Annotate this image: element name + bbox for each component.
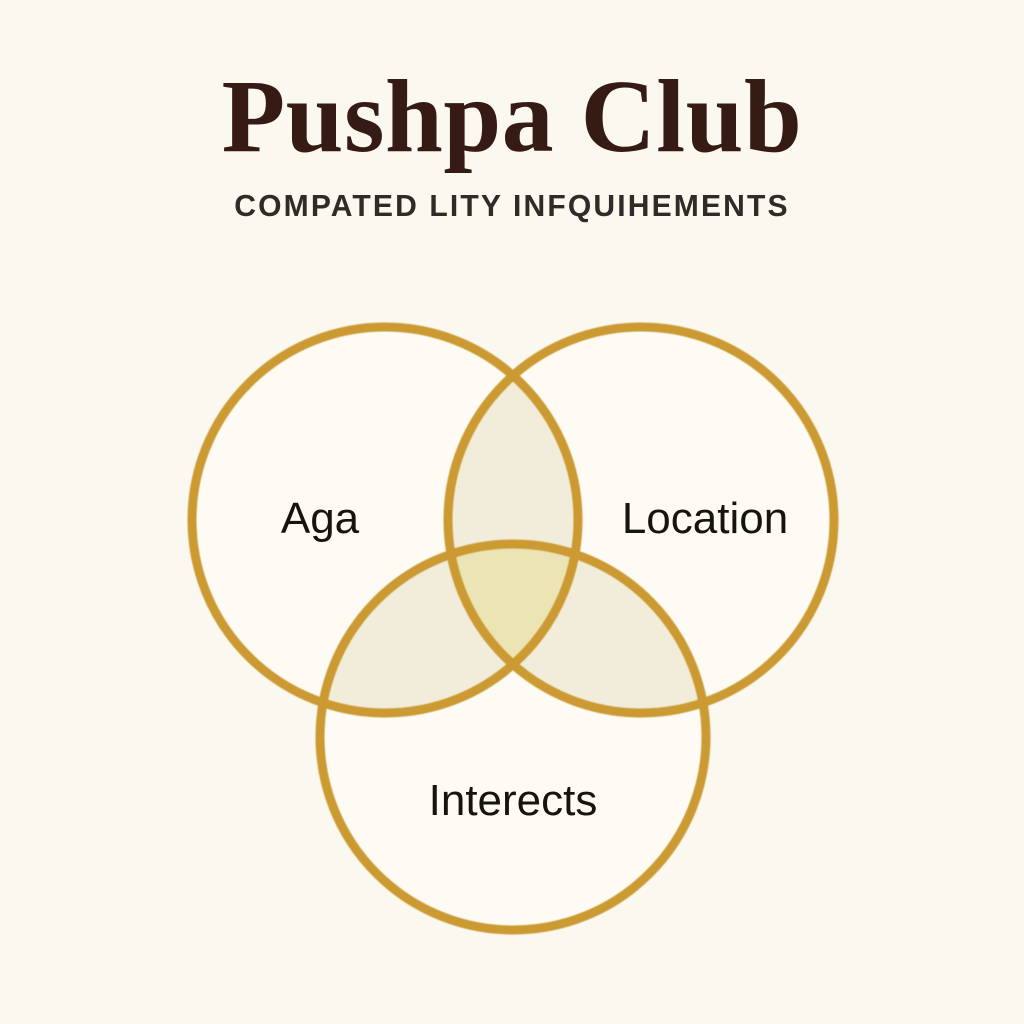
header: Pushpa Club COMPATED LITY INFQUIHEMENTS — [0, 0, 1024, 224]
page-subtitle: COMPATED LITY INFQUIHEMENTS — [234, 188, 790, 224]
venn-label-left: Aga — [281, 494, 360, 543]
venn-diagram-svg: Aga Location Interects — [187, 322, 839, 935]
venn-label-bottom: Interects — [429, 776, 598, 825]
venn-labels: Aga Location Interects — [281, 494, 788, 825]
page-title: Pushpa Club — [221, 59, 803, 174]
venn-diagram: Aga Location Interects — [0, 280, 1024, 980]
overlap-right-bottom — [448, 544, 706, 713]
circle-outline-right[interactable] — [443, 322, 839, 718]
venn-outlines — [187, 322, 839, 935]
overlap-left-bottom — [320, 544, 578, 713]
venn-label-right: Location — [622, 494, 788, 543]
circle-outline-left[interactable] — [187, 322, 583, 718]
circle-outline-bottom[interactable] — [315, 539, 711, 935]
